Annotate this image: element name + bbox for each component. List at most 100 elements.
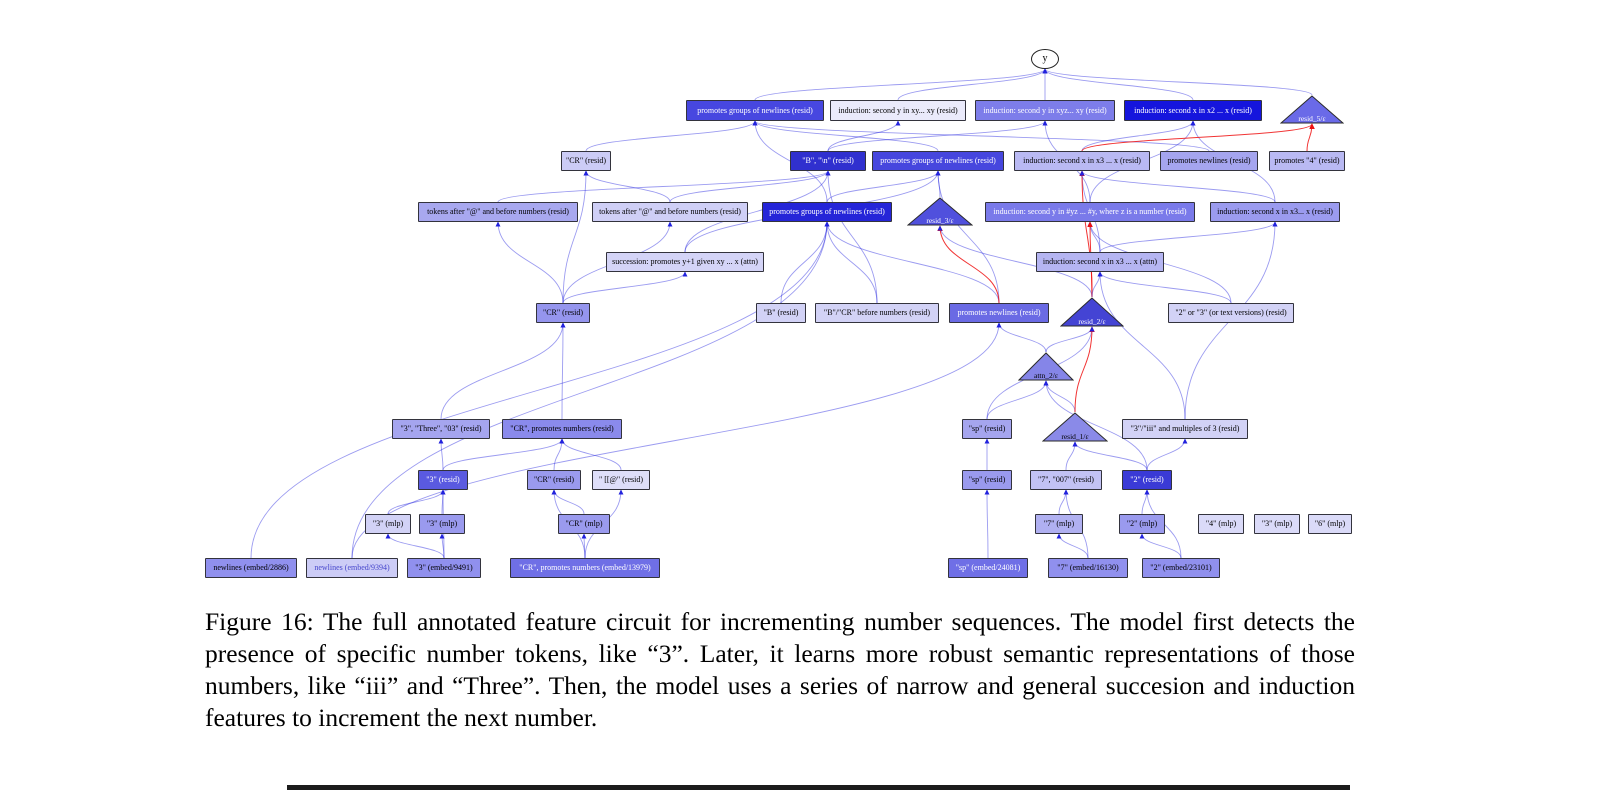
edge bbox=[385, 533, 445, 559]
node-2-or-3-text-versions: "2" or "3" (or text versions) (resid) bbox=[1168, 303, 1294, 323]
edge bbox=[1074, 326, 1095, 413]
edge bbox=[581, 533, 587, 559]
node-induction-second-x-x3-L3: induction: second x in x3... x (resid) bbox=[1210, 202, 1340, 222]
node-3-embed-9491: "3" (embed/9491) bbox=[407, 558, 481, 578]
edge bbox=[438, 438, 444, 471]
node-2-resid: "2" (resid) bbox=[1122, 470, 1172, 490]
edge bbox=[440, 489, 446, 515]
edge bbox=[752, 120, 939, 152]
edge bbox=[1065, 441, 1078, 471]
edge bbox=[1141, 489, 1150, 515]
edge bbox=[937, 225, 1000, 304]
node-promotes-newlines-L2: promotes newlines (resid) bbox=[949, 303, 1049, 323]
edge bbox=[562, 271, 688, 304]
edge bbox=[684, 170, 831, 253]
node-label: resid_1/ε bbox=[1061, 431, 1089, 441]
node-cr-resid-L0: "CR" (resid) bbox=[527, 470, 581, 490]
node-sp-embed-24081: "sp" (embed/24081) bbox=[948, 558, 1028, 578]
node-succession-attn: succession: promotes y+1 given xy ... x … bbox=[606, 252, 764, 272]
node-7-mlp: "7" (mlp) bbox=[1035, 514, 1083, 534]
node-newlines-embed-2886: newlines (embed/2886) bbox=[205, 558, 297, 578]
edge bbox=[1097, 271, 1232, 304]
node-cr-promotes-numbers-resid: "CR", promotes numbers (resid) bbox=[502, 419, 622, 439]
edge bbox=[826, 170, 941, 203]
edge bbox=[935, 170, 1000, 304]
node-label: resid_5/ε bbox=[1298, 113, 1326, 123]
node-cr-resid-L4: "CR" (resid) bbox=[561, 151, 611, 171]
node-cr-resid-L2: "CR" (resid) bbox=[536, 303, 590, 323]
node-label: resid_3/ε bbox=[926, 215, 954, 225]
edge bbox=[1042, 68, 1194, 101]
edge bbox=[562, 170, 589, 304]
edge bbox=[1091, 271, 1103, 298]
node-sp-resid-L0: "sp" (resid) bbox=[962, 470, 1012, 490]
node-3-resid: "3" (resid) bbox=[418, 470, 468, 490]
edge bbox=[824, 221, 1000, 304]
node-promotes-newlines-L4: promotes newlines (resid) bbox=[1160, 151, 1258, 171]
node-3-three-03-resid: "3", "Three", "03" (resid) bbox=[392, 419, 490, 439]
node-3-mlp-c: "3" (mlp) bbox=[1254, 514, 1300, 534]
edge bbox=[560, 322, 566, 420]
edge bbox=[351, 221, 830, 559]
node-induction-second-x-x3-attn: induction: second x in x3 ... x (attn) bbox=[1036, 252, 1164, 272]
edge bbox=[984, 489, 990, 559]
edge bbox=[897, 68, 1048, 101]
node-cr-promotes-numbers-embed: "CR", promotes numbers (embed/13979) bbox=[510, 558, 660, 578]
edge bbox=[250, 221, 830, 559]
node-2-embed-23101: "2" (embed/23101) bbox=[1142, 558, 1220, 578]
edge bbox=[937, 225, 1093, 298]
node-promotes-groups-newlines-L3: promotes groups of newlines (resid) bbox=[762, 202, 892, 222]
edge bbox=[827, 120, 901, 152]
figure-caption: Figure 16: The full annotated feature ci… bbox=[205, 607, 1355, 732]
edge bbox=[827, 120, 1048, 152]
edge bbox=[935, 170, 941, 198]
edge bbox=[1081, 120, 1196, 152]
node-resid-5-err: resid_5/ε bbox=[1280, 95, 1344, 124]
node-3-mlp-b: "3" (mlp) bbox=[419, 514, 465, 534]
edges bbox=[250, 68, 1315, 559]
edge bbox=[440, 322, 566, 420]
node-induction-second-y-xy-L5: induction: second y in xy... xy (resid) bbox=[830, 100, 966, 121]
edge bbox=[351, 322, 1002, 559]
node-tokens-after-at-1: tokens after "@" and before numbers (res… bbox=[418, 202, 578, 222]
node-newlines-embed-9394: newlines (embed/9394) bbox=[306, 558, 398, 578]
node-sp-resid-L1: "sp" (resid) bbox=[962, 419, 1012, 439]
edge bbox=[986, 380, 1049, 420]
edge bbox=[442, 438, 565, 471]
node-label: attn_2/ε bbox=[1034, 370, 1058, 380]
edge bbox=[1072, 441, 1148, 471]
node-b-cr-before-numbers: "B"/"CR" before numbers (resid) bbox=[815, 303, 939, 323]
node-induction-second-y-xyz-L5: induction: second y in xyz... xy (resid) bbox=[975, 100, 1115, 121]
edge bbox=[1099, 221, 1278, 253]
node-tokens-after-at-2: tokens after "@" and before numbers (res… bbox=[592, 202, 748, 222]
node-b-newline-resid-L4: "B", "\n" (resid) bbox=[790, 151, 866, 171]
node-induction-second-x-x2-L5: induction: second x in x2 ... x (resid) bbox=[1124, 100, 1262, 121]
edge bbox=[1079, 170, 1276, 203]
edge bbox=[1045, 326, 1095, 353]
edge bbox=[559, 438, 622, 471]
node-3-iii-multiples-resid: "3"/"iii" and multiples of 3 (resid) bbox=[1122, 419, 1248, 439]
node-resid-1-err: resid_1/ε bbox=[1042, 412, 1108, 442]
node-resid-2-err: resid_2/ε bbox=[1060, 297, 1124, 327]
edge bbox=[583, 170, 671, 203]
node-4-mlp: "4" (mlp) bbox=[1198, 514, 1244, 534]
node-7-007-resid: "7", "007" (resid) bbox=[1030, 470, 1102, 490]
node-induction-second-x-x3-L4: induction: second x in x3 ... x (resid) bbox=[1014, 151, 1150, 171]
edge bbox=[996, 322, 1047, 353]
edge bbox=[1097, 271, 1186, 420]
edge bbox=[1079, 170, 1093, 298]
node-promotes-4-L4: promotes "4" (resid) bbox=[1269, 151, 1345, 171]
node-promotes-groups-newlines-L4: promotes groups of newlines (resid) bbox=[872, 151, 1004, 171]
node-attn-2-err: attn_2/ε bbox=[1018, 352, 1074, 381]
node-output-y: y bbox=[1031, 49, 1059, 69]
node-6-mlp: "6" (mlp) bbox=[1308, 514, 1352, 534]
edge bbox=[585, 120, 758, 152]
edge bbox=[1043, 380, 1148, 471]
edge bbox=[754, 68, 1048, 101]
node-label: resid_2/ε bbox=[1078, 316, 1106, 326]
node-induction-second-y-hash-yz: induction: second y in #yz ... #y, where… bbox=[985, 202, 1195, 222]
edge bbox=[780, 221, 830, 304]
edge bbox=[825, 170, 878, 304]
edge bbox=[1087, 221, 1101, 253]
